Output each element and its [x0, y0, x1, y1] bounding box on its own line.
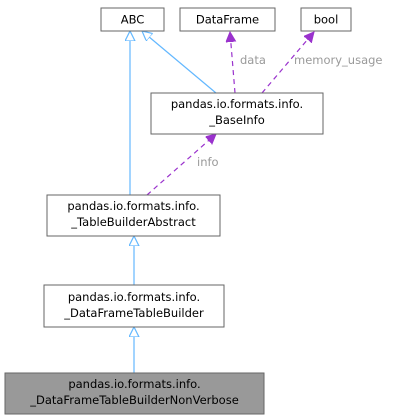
node-bool-label: bool [314, 13, 339, 27]
node-dataframe-label: DataFrame [196, 13, 259, 27]
node-bool[interactable]: bool [300, 7, 352, 32]
node-dataframetablebuilder-line2: _DataFrameTableBuilder [63, 306, 204, 320]
node-abc[interactable]: ABC [100, 7, 165, 32]
node-nonverbose-line2: _DataFrameTableBuilderNonVerbose [29, 393, 239, 407]
edge-tablebuilderabstract-baseinfo [146, 134, 216, 196]
node-baseinfo[interactable]: pandas.io.formats.info. _BaseInfo [150, 92, 324, 135]
edge-labels: data memory_usage info [197, 53, 383, 169]
node-baseinfo-line1: pandas.io.formats.info. [171, 97, 303, 111]
edge-baseinfo-dataframe [230, 32, 235, 94]
edge-label-info: info [197, 155, 219, 169]
node-dataframe[interactable]: DataFrame [179, 7, 276, 32]
node-dataframetablebuilder-line1: pandas.io.formats.info. [68, 290, 200, 304]
node-tablebuilderabstract[interactable]: pandas.io.formats.info. _TableBuilderAbs… [46, 194, 221, 237]
edge-baseinfo-abc [142, 31, 217, 94]
node-tablebuilderabstract-line2: _TableBuilderAbstract [70, 215, 196, 229]
edge-baseinfo-bool [261, 32, 314, 94]
edge-label-data: data [240, 53, 266, 67]
node-baseinfo-line2: _BaseInfo [208, 113, 265, 127]
edge-label-memory-usage: memory_usage [294, 53, 383, 67]
node-tablebuilderabstract-line1: pandas.io.formats.info. [67, 199, 199, 213]
node-dataframetablebuildernonverbose[interactable]: pandas.io.formats.info. _DataFrameTableB… [4, 372, 265, 415]
node-abc-label: ABC [121, 13, 145, 27]
edges [130, 31, 314, 373]
node-nonverbose-line1: pandas.io.formats.info. [68, 377, 200, 391]
node-dataframetablebuilder[interactable]: pandas.io.formats.info. _DataFrameTableB… [43, 284, 225, 328]
